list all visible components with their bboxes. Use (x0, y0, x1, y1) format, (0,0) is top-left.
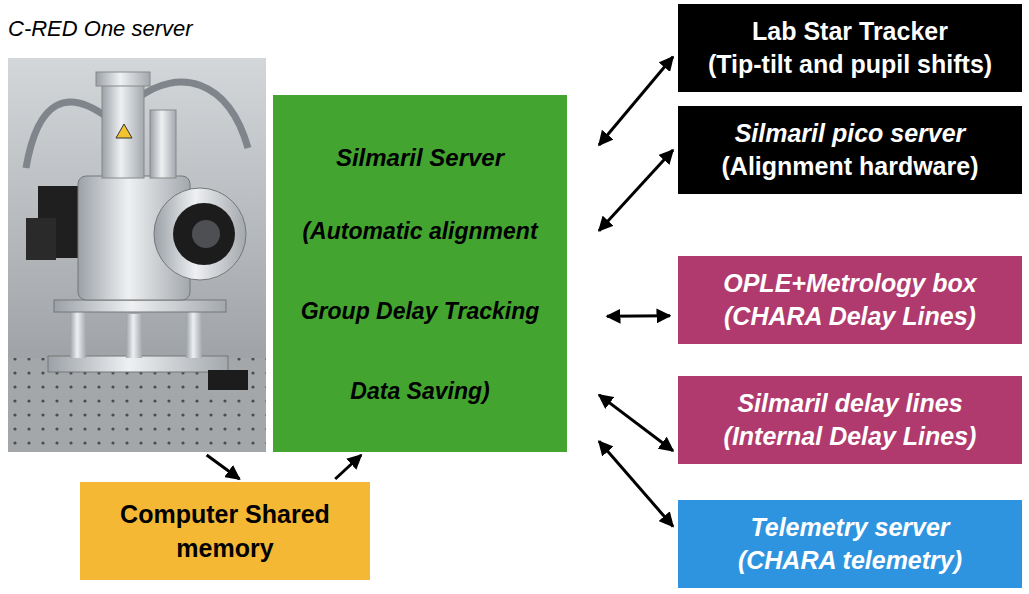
node-heading: Telemetry server (750, 511, 949, 544)
node-heading: Lab Star Tracker (752, 15, 948, 48)
connector-arrow (207, 455, 240, 479)
node-body: Computer Shared memory (88, 497, 362, 565)
connector-arrow (607, 314, 670, 318)
connector-arrow (599, 150, 673, 231)
node-body: (CHARA telemetry) (738, 544, 962, 577)
connector-arrow (599, 395, 673, 451)
node-body: (CHARA Delay Lines) (724, 300, 976, 333)
node-heading: Silmaril pico server (735, 117, 966, 150)
node-heading: OPLE+Metrology box (723, 267, 977, 300)
node-body: (Automatic alignment Group Delay Trackin… (281, 191, 559, 431)
memory-box: Computer Shared memory (80, 482, 370, 580)
node-body: (Internal Delay Lines) (724, 420, 977, 453)
external-box: Silmaril pico server(Alignment hardware) (678, 106, 1022, 194)
server-box: Silmaril Server (Automatic alignment Grou… (273, 95, 567, 452)
delay-box: Silmaril delay lines(Internal Delay Line… (678, 376, 1022, 464)
chara-box: OPLE+Metrology box(CHARA Delay Lines) (678, 256, 1022, 344)
camera-server: C-RED One server (8, 14, 266, 452)
node-body: (Tip-tilt and pupil shifts) (708, 48, 992, 81)
connector-arrow (335, 455, 361, 479)
node-heading: Silmaril delay lines (737, 387, 962, 420)
node-heading: C-RED One server (8, 14, 193, 43)
connector-arrow (599, 57, 673, 145)
telemetry-box: Telemetry server(CHARA telemetry) (678, 500, 1022, 588)
camera-photo (8, 58, 266, 452)
node-heading: Silmaril Server (336, 143, 504, 173)
node-body: (Alignment hardware) (722, 150, 979, 183)
external-box: Lab Star Tracker(Tip-tilt and pupil shif… (678, 4, 1022, 92)
connector-arrow (599, 441, 673, 526)
